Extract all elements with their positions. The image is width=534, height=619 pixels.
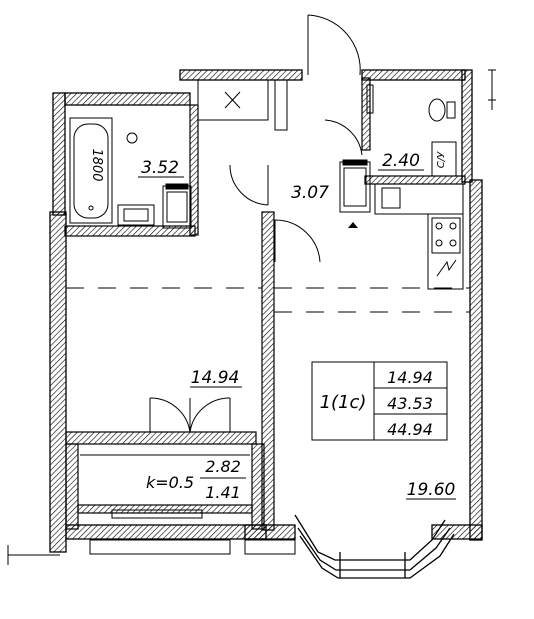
- kitchen-counter: [374, 183, 464, 290]
- hall-closet: [197, 79, 288, 131]
- interior-walls: [64, 77, 466, 531]
- bedroom-area-label: 14.94: [191, 368, 240, 388]
- dashed-lines: [66, 287, 470, 313]
- toilet-room-cabinet: [366, 84, 374, 114]
- bathroom-sink: [117, 204, 155, 226]
- bay-window: [294, 514, 455, 579]
- toilet-room-sign: С/У: [431, 141, 457, 177]
- stove: [431, 217, 461, 277]
- bathtub: [69, 117, 113, 224]
- apartment-type-label: 1(1с): [320, 392, 367, 413]
- hall-area-label: 3.07: [291, 183, 329, 203]
- area-without-balcony-value: 43.53: [387, 394, 433, 413]
- living-area-value: 14.94: [387, 368, 433, 387]
- riser-marker: [348, 222, 358, 228]
- washing-machine: [162, 183, 192, 229]
- area-summary-table: 1(1с) 14.94 43.53 44.94: [311, 361, 448, 441]
- bathroom-area-label: 3.52: [141, 158, 179, 178]
- toilet-area-label: 2.40: [382, 151, 420, 171]
- windows: [89, 509, 296, 555]
- doors: [149, 14, 363, 433]
- total-area-value: 44.94: [387, 420, 433, 439]
- bathtub-length-label: 1800: [89, 148, 104, 181]
- bathroom-fixture-icon: [126, 132, 138, 144]
- balcony-area-label: 2.82: [205, 457, 241, 476]
- dimension-lines: [7, 69, 496, 565]
- exterior-walls: [49, 69, 483, 553]
- balcony-reduced-area-label: 1.41: [205, 483, 241, 502]
- balcony-coefficient-label: k=0.5: [146, 473, 194, 492]
- hall-washing-machine: [339, 159, 371, 213]
- toilet-room-label: С/У: [436, 151, 447, 168]
- living-kitchen-area-label: 19.60: [407, 480, 456, 500]
- toilet: [428, 98, 456, 122]
